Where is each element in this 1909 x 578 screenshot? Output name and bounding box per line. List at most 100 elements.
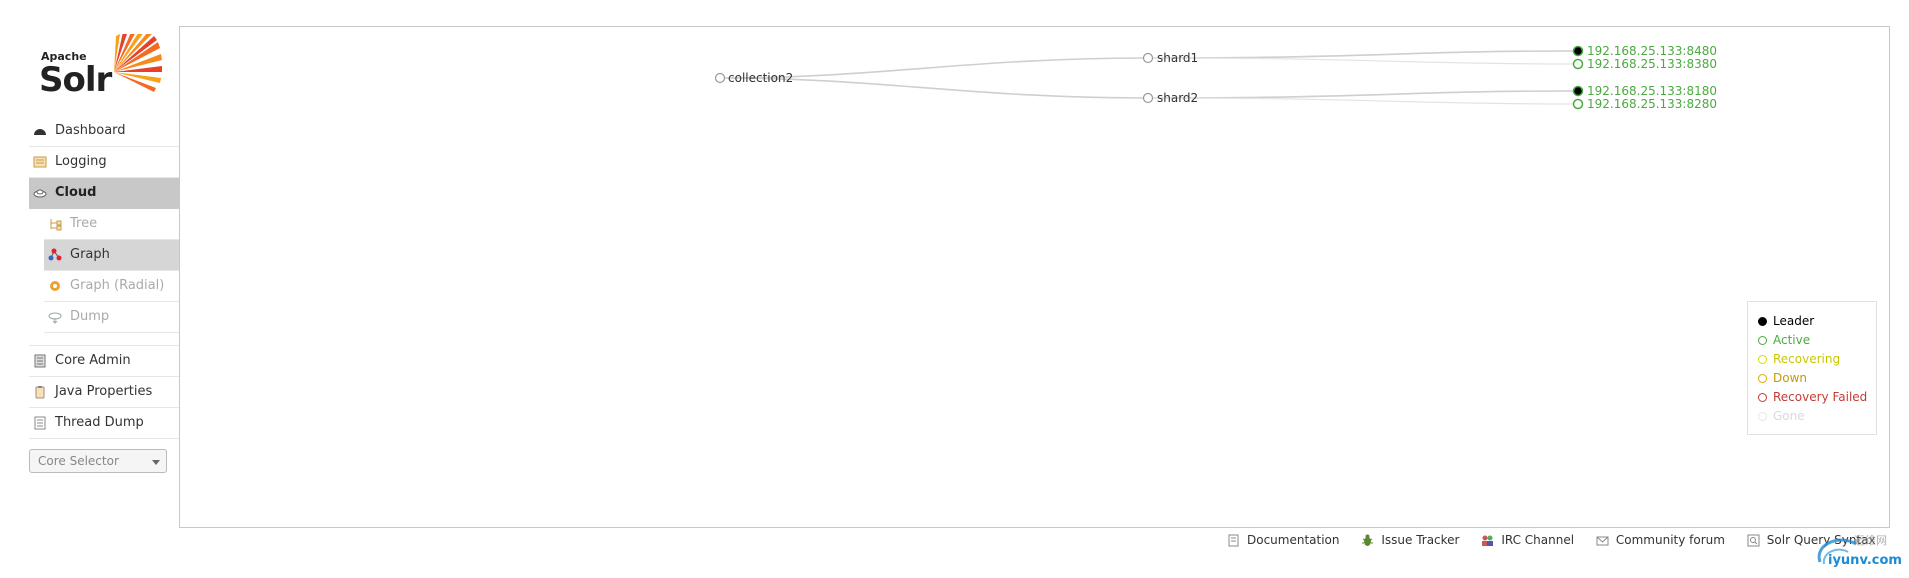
shard2-node[interactable] [1142, 92, 1154, 104]
nav-label-logging: Logging [55, 154, 107, 169]
nav-label-thread-dump: Thread Dump [55, 415, 144, 430]
legend-active-label: Active [1773, 333, 1811, 347]
collection-label[interactable]: collection2 [728, 71, 794, 85]
collection-node[interactable] [714, 72, 726, 84]
graph-icon [48, 248, 62, 261]
active-dot-icon [1758, 336, 1767, 345]
link-shard1-replica-8480 [1147, 50, 1579, 59]
svg-text:运维网: 运维网 [1854, 534, 1887, 547]
nav-label-java-properties: Java Properties [55, 384, 153, 399]
sidebar-nav: Dashboard Logging Cloud Tree Graph Graph… [29, 116, 179, 439]
logo-solr-text: Solr [39, 60, 112, 100]
recovery-failed-dot-icon [1758, 393, 1767, 402]
nav-item-graph[interactable]: Graph [44, 240, 179, 271]
cloud-graph-canvas [714, 45, 1584, 110]
dashboard-icon [34, 129, 46, 135]
shard2-label[interactable]: shard2 [1157, 91, 1199, 105]
footer-community-forum-link[interactable]: Community forum [1596, 533, 1725, 547]
legend-recovering-label: Recovering [1773, 352, 1841, 366]
dump-icon [48, 312, 62, 324]
cloud-graph-panel: collection2 shard1 shard2 192.168.25.133… [179, 26, 1890, 528]
nav-label-tree: Tree [70, 216, 98, 231]
mail-icon [1596, 536, 1609, 546]
query-syntax-icon [1747, 534, 1760, 547]
replica-label-8280[interactable]: 192.168.25.133:8280 [1587, 97, 1718, 111]
nav-item-dashboard[interactable]: Dashboard [29, 116, 179, 147]
chevron-down-icon [152, 460, 160, 465]
nav-label-dump: Dump [70, 309, 110, 324]
legend-down: Down [1758, 369, 1876, 388]
footer-issue-tracker-link[interactable]: Issue Tracker [1361, 533, 1459, 547]
footer-query-syntax-link[interactable]: Solr Query Syntax [1747, 533, 1876, 547]
cloud-icon [33, 189, 47, 198]
replica-label-8180[interactable]: 192.168.25.133:8180 [1587, 84, 1718, 98]
link-shard1-replica-8380 [1147, 57, 1579, 65]
solr-logo[interactable]: Apache Solr [38, 32, 163, 100]
nav-item-logging[interactable]: Logging [29, 147, 179, 178]
watermark-swirl-icon: 运维网 [1817, 534, 1887, 565]
core-selector-dropdown[interactable]: Core Selector [29, 449, 167, 473]
leader-dot-icon [1758, 317, 1767, 326]
cloud-submenu: Tree Graph Graph (Radial) Dump [44, 209, 179, 333]
replica-label-8480[interactable]: 192.168.25.133:8480 [1587, 44, 1718, 58]
footer-documentation-label: Documentation [1247, 533, 1340, 547]
replica-node-8380[interactable] [1572, 58, 1584, 70]
link-shard2-replica-8280 [1147, 97, 1579, 105]
legend-recovery-failed: Recovery Failed [1758, 388, 1876, 407]
logging-icon [33, 156, 47, 168]
shard1-label[interactable]: shard1 [1157, 51, 1199, 65]
link-collection-shard1 [719, 57, 1149, 79]
footer-irc-channel-label: IRC Channel [1501, 533, 1575, 547]
nav-item-graph-radial[interactable]: Graph (Radial) [44, 271, 179, 302]
footer-query-syntax-label: Solr Query Syntax [1766, 533, 1876, 547]
legend-leader-label: Leader [1773, 314, 1815, 328]
nav-item-dump[interactable]: Dump [44, 302, 179, 333]
legend-recovering: Recovering [1758, 350, 1876, 369]
tree-icon [50, 219, 62, 231]
nav-label-cloud: Cloud [55, 185, 97, 200]
thread-dump-icon [34, 416, 46, 430]
replica-label-8380[interactable]: 192.168.25.133:8380 [1587, 57, 1718, 71]
watermark-text: iyunv.com [1828, 553, 1902, 568]
core-admin-icon [34, 354, 46, 368]
nav-item-core-admin[interactable]: Core Admin [29, 346, 179, 377]
legend-leader: Leader [1758, 312, 1876, 331]
nav-item-java-properties[interactable]: Java Properties [29, 377, 179, 408]
footer-community-forum-label: Community forum [1615, 533, 1725, 547]
legend-gone-label: Gone [1773, 409, 1805, 423]
nav-item-cloud[interactable]: Cloud [29, 178, 179, 209]
shard1-node[interactable] [1142, 52, 1154, 64]
nav-item-tree[interactable]: Tree [44, 209, 179, 240]
logo-apache-text: Apache [41, 50, 87, 63]
replica-node-8280[interactable] [1572, 98, 1584, 110]
nav-label-graph-radial: Graph (Radial) [70, 278, 165, 293]
nav-item-thread-dump[interactable]: Thread Dump [29, 408, 179, 439]
recovering-dot-icon [1758, 355, 1767, 364]
footer-documentation-link[interactable]: Documentation [1227, 533, 1340, 547]
link-shard2-replica-8180 [1147, 90, 1579, 99]
legend-recovery-failed-label: Recovery Failed [1773, 390, 1868, 404]
footer-links: Documentation Issue Tracker IRC Channel … [1227, 533, 1894, 551]
document-icon [1228, 534, 1239, 547]
graph-legend: Leader Active Recovering Down Recovery F… [1747, 301, 1877, 435]
core-selector-placeholder: Core Selector [38, 454, 119, 468]
nav-divider [29, 333, 179, 346]
sun-logo-icon [114, 34, 162, 92]
footer-irc-channel-link[interactable]: IRC Channel [1481, 533, 1574, 547]
nav-label-dashboard: Dashboard [55, 123, 126, 138]
down-dot-icon [1758, 374, 1767, 383]
radial-graph-icon [50, 281, 60, 291]
legend-down-label: Down [1773, 371, 1808, 385]
java-properties-icon [35, 386, 45, 399]
replica-node-8480[interactable] [1572, 45, 1584, 57]
nav-label-core-admin: Core Admin [55, 353, 131, 368]
gone-dot-icon [1758, 412, 1767, 421]
watermark-logo: 运维网 iyunv.com [1810, 532, 1905, 574]
users-icon [1482, 535, 1494, 546]
legend-gone: Gone [1758, 407, 1876, 426]
legend-active: Active [1758, 331, 1876, 350]
nav-label-graph: Graph [70, 247, 110, 262]
bug-icon [1362, 534, 1374, 546]
footer-issue-tracker-label: Issue Tracker [1381, 533, 1460, 547]
replica-node-8180[interactable] [1572, 85, 1584, 97]
